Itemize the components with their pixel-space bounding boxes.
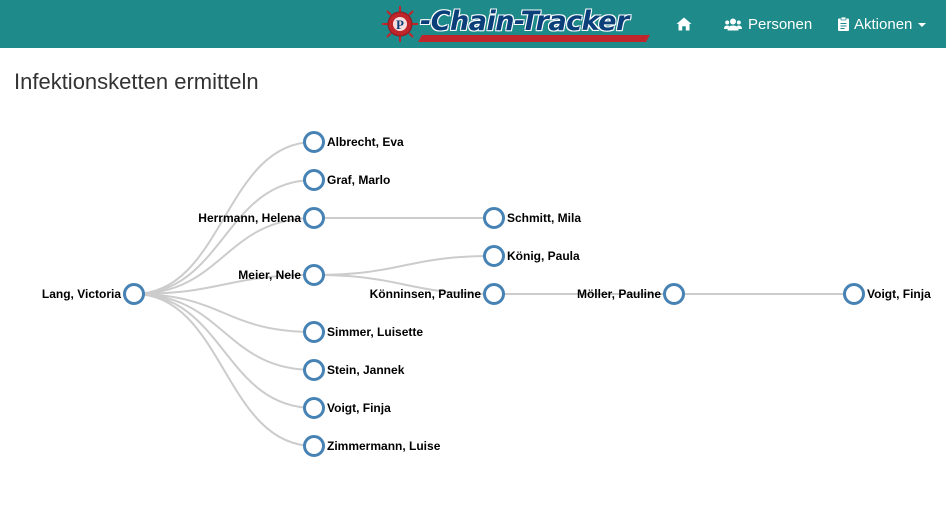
node-label: Graf, Marlo (327, 173, 390, 187)
node-circle[interactable] (303, 397, 325, 419)
node-label: Zimmermann, Luise (327, 439, 441, 453)
node-circle[interactable] (303, 131, 325, 153)
node-label: Herrmann, Helena (198, 211, 301, 225)
node-label: Schmitt, Mila (507, 211, 581, 225)
node-label: Möller, Pauline (577, 287, 661, 301)
node-label: Stein, Jannek (327, 363, 405, 377)
node-label: Meier, Nele (238, 268, 301, 282)
tree-node[interactable]: Könninsen, Pauline (370, 283, 505, 305)
tree-links (133, 141, 854, 447)
tree-link (313, 274, 495, 295)
node-label: Albrecht, Eva (327, 135, 404, 149)
node-circle[interactable] (303, 359, 325, 381)
node-circle[interactable] (483, 283, 505, 305)
tree-link (133, 293, 315, 447)
brand-title: -Chain-Tracker (420, 6, 629, 37)
tree-node[interactable]: Möller, Pauline (577, 283, 685, 305)
tree-node[interactable]: Albrecht, Eva (303, 131, 405, 153)
nav-home[interactable] (676, 0, 692, 48)
clipboard-icon (838, 17, 849, 31)
node-circle[interactable] (663, 283, 685, 305)
tree-link (313, 255, 495, 276)
tree-node[interactable]: Voigt, Finja (843, 283, 932, 305)
node-circle[interactable] (303, 321, 325, 343)
node-circle[interactable] (123, 283, 145, 305)
nav-persons[interactable]: Personen (724, 0, 812, 48)
tree-node[interactable]: Herrmann, Helena (198, 207, 325, 229)
node-label: Lang, Victoria (42, 287, 121, 301)
node-circle[interactable] (303, 435, 325, 457)
tree-node[interactable]: Zimmermann, Luise (303, 435, 441, 457)
nav-actions-dropdown[interactable]: Aktionen (838, 0, 927, 48)
node-label: Könninsen, Pauline (370, 287, 482, 301)
nav-actions-label: Aktionen (854, 15, 913, 33)
node-circle[interactable] (843, 283, 865, 305)
tree-node[interactable]: Lang, Victoria (42, 283, 145, 305)
node-circle[interactable] (303, 264, 325, 286)
tree-node[interactable]: König, Paula (483, 245, 581, 267)
tree-node[interactable]: Voigt, Finja (303, 397, 392, 419)
tree-node[interactable]: Stein, Jannek (303, 359, 405, 381)
node-circle[interactable] (303, 169, 325, 191)
users-icon (724, 18, 742, 30)
tree-link (133, 293, 315, 333)
svg-text:P: P (396, 17, 404, 32)
brand-link[interactable]: P -Chain-Tracker (380, 4, 651, 44)
virus-logo-icon: P (382, 6, 418, 42)
node-circle[interactable] (483, 207, 505, 229)
tree-node[interactable]: Schmitt, Mila (483, 207, 582, 229)
node-label: Simmer, Luisette (327, 325, 423, 339)
tree-link (133, 293, 315, 371)
node-circle[interactable] (303, 207, 325, 229)
page-title: Infektionsketten ermitteln (14, 69, 259, 94)
navbar: P -Chain-Tracker Personen Aktionen (0, 0, 946, 48)
node-label: Voigt, Finja (867, 287, 931, 301)
tree-node[interactable]: Simmer, Luisette (303, 321, 424, 343)
tree-link (133, 293, 315, 409)
node-label: König, Paula (507, 249, 580, 263)
tree-link (133, 217, 315, 295)
tree-node[interactable]: Meier, Nele (238, 264, 325, 286)
node-circle[interactable] (483, 245, 505, 267)
nav-persons-label: Personen (748, 15, 813, 33)
tree-node[interactable]: Graf, Marlo (303, 169, 391, 191)
tree-link (133, 274, 315, 295)
tree-link (133, 179, 315, 295)
node-label: Voigt, Finja (327, 401, 391, 415)
home-icon (676, 17, 692, 31)
chevron-down-icon (918, 23, 927, 27)
tree-link (133, 141, 315, 295)
